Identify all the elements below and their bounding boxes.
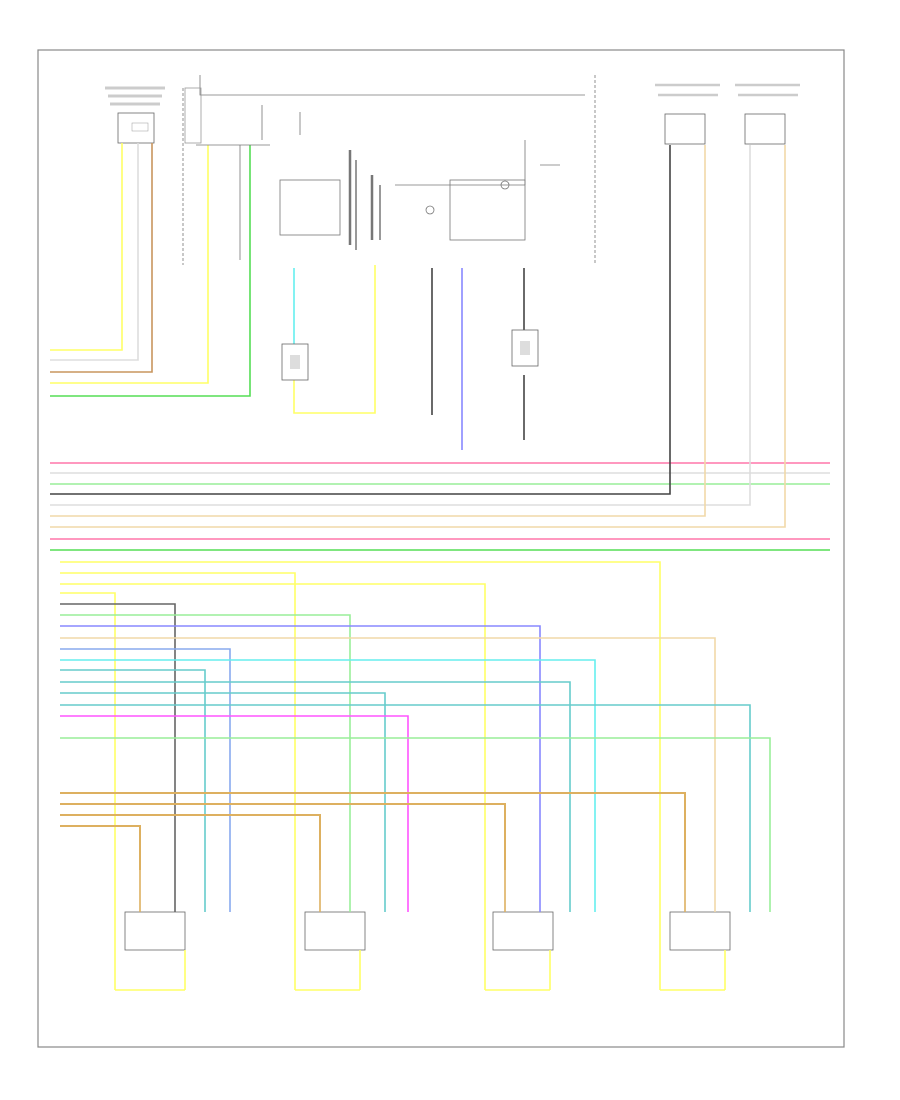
bottom-actuators: [124, 870, 771, 990]
lower-harness: [60, 561, 771, 991]
top-left-wires: [50, 143, 251, 397]
diagram-frame: [37, 49, 845, 1048]
middle-sensors: [281, 329, 539, 381]
top-left-module: [105, 86, 165, 144]
top-right-modules: [655, 83, 800, 145]
relay-area-top: [182, 75, 596, 265]
middle-short-wires: [293, 265, 525, 450]
bus-wires: [50, 145, 830, 551]
tan-bundle: [60, 792, 686, 870]
